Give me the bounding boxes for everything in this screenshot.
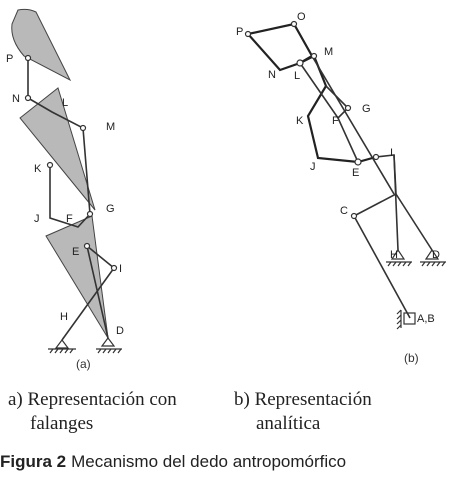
- link-b-C-AB: [353, 215, 411, 319]
- label-a-G: G: [106, 203, 115, 215]
- caption-b: b) Representación analítica: [234, 388, 372, 436]
- ground-b-D: [420, 248, 446, 267]
- label-b-O: O: [297, 11, 306, 23]
- linkage-a-middle: [49, 165, 91, 228]
- label-a-F: F: [66, 213, 73, 225]
- label-a-J: J: [34, 213, 40, 225]
- joint-a-P: [24, 54, 32, 62]
- caption-b-line1: b) Representación: [234, 389, 372, 410]
- label-a-H: H: [60, 311, 68, 323]
- label-b-M: M: [324, 46, 333, 58]
- joint-b-C: [350, 212, 358, 220]
- joint-a-K: [46, 161, 54, 169]
- ground-a-D: [96, 337, 122, 354]
- label-b-H: H: [390, 249, 398, 261]
- joint-a-N: [24, 94, 32, 102]
- joint-a-E: [83, 242, 91, 250]
- caption-a-line2: falanges: [30, 413, 94, 434]
- label-b-E: E: [352, 167, 359, 179]
- label-a-D: D: [116, 325, 124, 337]
- joint-b-O: [290, 20, 298, 28]
- ground-b-H: [386, 248, 412, 267]
- label-b-I: I: [390, 147, 393, 159]
- label-a-K: K: [34, 163, 42, 175]
- label-b-L: L: [294, 70, 300, 82]
- proximal-phalanx: [45, 215, 109, 339]
- joint-b-P: [244, 30, 252, 38]
- linkage-a-upper: [27, 58, 91, 215]
- joint-b-I: [372, 153, 380, 161]
- label-panel-b: (b): [404, 351, 419, 365]
- caption-a: a) Representación con falanges: [8, 388, 177, 436]
- label-b-J: J: [310, 161, 316, 173]
- middle-phalanx: [19, 87, 96, 211]
- joint-b-L: [296, 59, 304, 67]
- label-b-K: K: [296, 115, 304, 127]
- distal-phalanx: [11, 8, 72, 82]
- ground-a-H: [48, 339, 76, 354]
- label-b-AB: A,B: [417, 313, 435, 325]
- joint-a-I: [110, 264, 118, 272]
- label-a-N: N: [12, 93, 20, 105]
- caption-a-line1: a) Representación con: [8, 389, 177, 410]
- joint-b-M: [310, 52, 318, 60]
- label-a-L: L: [62, 97, 68, 109]
- label-a-P: P: [6, 53, 13, 65]
- joint-a-G: [86, 210, 94, 218]
- joint-b-G: [344, 104, 352, 112]
- figure-caption-text: Mecanismo del dedo antropomórfico: [71, 452, 347, 471]
- label-b-C: C: [340, 205, 348, 217]
- link-b-upper-diag: [311, 55, 395, 195]
- link-b-I-H: [393, 154, 399, 251]
- label-b-F: F: [332, 115, 339, 127]
- label-a-I: I: [119, 263, 122, 275]
- joint-b-E: [354, 158, 362, 166]
- label-panel-a: (a): [76, 357, 91, 371]
- label-b-D: D: [432, 249, 440, 261]
- link-b-I-D: [395, 193, 433, 251]
- label-b-G: G: [362, 103, 371, 115]
- panel-b: P O M N L G K F J E I C H D A,B (b): [236, 11, 446, 365]
- figure-number: Figura 2: [0, 452, 67, 471]
- joint-a-M: [79, 124, 87, 132]
- label-a-M: M: [106, 121, 115, 133]
- ground-b-AB-block: [403, 312, 416, 325]
- mechanism-diagram: P N L M K J F G E I H D (a) P O: [6, 8, 446, 371]
- label-a-E: E: [72, 246, 79, 258]
- linkage-b-G-E: [337, 117, 359, 163]
- panel-a: P N L M K J F G E I H D (a): [6, 8, 124, 371]
- ground-b-AB-hatch: [396, 309, 402, 330]
- caption-b-line2: analítica: [256, 413, 321, 434]
- link-a-ed: [86, 245, 109, 339]
- label-b-P: P: [236, 26, 243, 38]
- label-b-N: N: [268, 69, 276, 81]
